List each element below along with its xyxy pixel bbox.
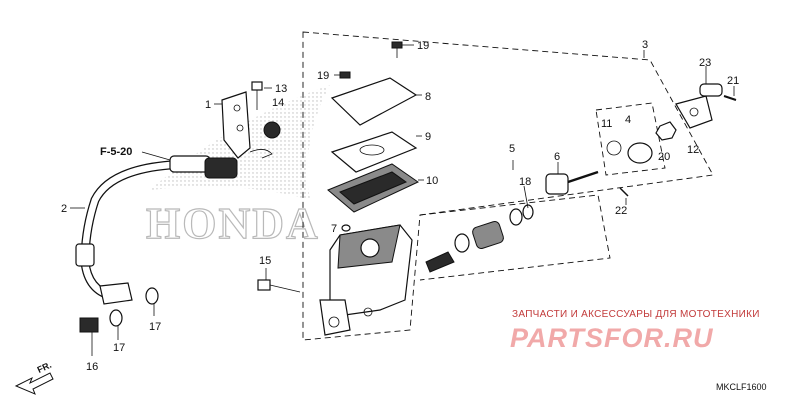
joint-pin-23 <box>699 83 723 97</box>
callout-12: 12 <box>687 144 699 156</box>
callout-17: 17 <box>149 321 161 333</box>
bracket-hole <box>236 124 244 132</box>
leader-lines <box>70 44 735 356</box>
screw-19 <box>391 41 403 49</box>
callout-9: 9 <box>425 131 431 143</box>
callout-1: 1 <box>205 99 211 111</box>
bolt-15 <box>257 279 271 291</box>
callout-13: 13 <box>275 83 287 95</box>
pin-22 <box>619 187 629 197</box>
callout-20: 20 <box>658 151 670 163</box>
cotter-pin-21 <box>723 95 737 101</box>
bolt-shaft <box>269 284 301 293</box>
callout-7: 7 <box>331 223 337 235</box>
diaphragm-inner <box>339 171 408 205</box>
callout-8: 8 <box>425 91 431 103</box>
callout-16: 16 <box>86 361 98 373</box>
reference-leader <box>141 151 171 161</box>
nut-20 <box>655 121 677 141</box>
callout-6: 6 <box>554 151 560 163</box>
callout-14: 14 <box>272 97 284 109</box>
reservoir-cap-8 <box>330 77 418 126</box>
bracket-hole <box>233 104 241 112</box>
boot-4 <box>627 142 653 164</box>
watermark-tagline: ЗАПЧАСТИ И АКСЕССУАРЫ ДЛЯ МОТОТЕХНИКИ <box>512 309 760 320</box>
callout-15: 15 <box>259 255 271 267</box>
callout-23: 23 <box>699 57 711 69</box>
callout-22: 22 <box>615 205 627 217</box>
diagram-code: MKCLF1600 <box>716 382 767 392</box>
sealing-washer-17 <box>109 309 123 327</box>
joint-hole <box>689 107 699 117</box>
callout-5: 5 <box>509 143 515 155</box>
callout-4: 4 <box>625 114 631 126</box>
bolt-13 <box>251 81 263 91</box>
callout-3: 3 <box>642 39 648 51</box>
sealing-washer-17 <box>145 287 159 305</box>
piston-assembly <box>425 204 534 273</box>
screw-19 <box>339 71 351 79</box>
push-rod-6 <box>545 170 599 195</box>
watermark-site: PARTSFOR.RU <box>510 323 714 353</box>
brake-hose <box>75 155 238 305</box>
clip <box>249 149 273 159</box>
hose-bracket <box>221 91 251 159</box>
callout-2: 2 <box>61 203 67 215</box>
banjo-bolt-16 <box>79 317 99 333</box>
callout-17: 17 <box>113 342 125 354</box>
direction-label: FR. <box>36 360 53 375</box>
bolt-14 <box>263 121 281 139</box>
front-direction-indicator: FR. <box>14 360 54 395</box>
o-ring-7 <box>341 224 351 232</box>
circlip-11 <box>606 140 622 156</box>
callout-11: 11 <box>601 118 612 130</box>
plate-hole <box>359 144 385 156</box>
honda-brand-watermark: HONDA <box>146 199 320 248</box>
callout-19: 19 <box>317 70 329 82</box>
piston-kit-outline <box>419 194 611 281</box>
reference-label: F-5-20 <box>100 146 132 158</box>
push-rod-joint-12 <box>675 95 713 129</box>
master-cylinder-body <box>319 224 413 336</box>
callout-10: 10 <box>426 175 438 187</box>
seal-kit-outline <box>595 102 666 176</box>
callout-21: 21 <box>727 75 739 87</box>
plate-9 <box>330 131 418 173</box>
callout-18: 18 <box>519 176 531 188</box>
callout-19: 19 <box>417 40 429 52</box>
